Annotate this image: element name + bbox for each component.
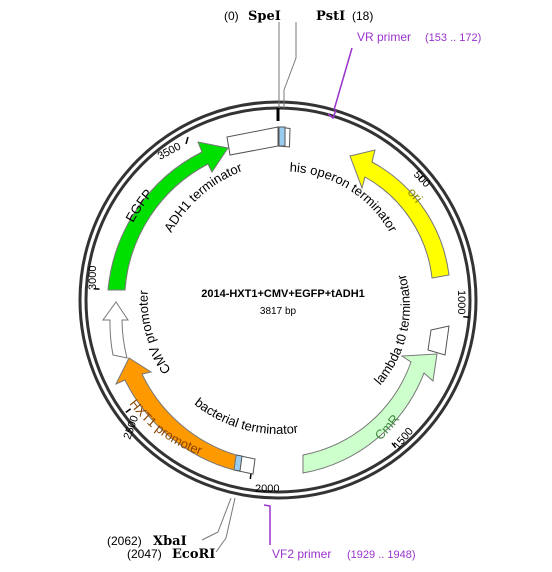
primer-vr-name[interactable]: VR primer bbox=[357, 30, 411, 44]
tick-mark-1000 bbox=[463, 315, 470, 319]
tick-mark-500 bbox=[417, 175, 424, 181]
psti-line bbox=[283, 22, 297, 108]
tick-label-1000: 1000 bbox=[455, 290, 467, 314]
tick-mark-1500 bbox=[391, 442, 397, 449]
feature-lambda-t0-terminator-box[interactable] bbox=[427, 325, 450, 356]
site-xbai-pos: (2062) bbox=[107, 534, 142, 548]
feature-hxt1-promoter[interactable] bbox=[114, 357, 237, 471]
tick-mark-2500 bbox=[125, 408, 132, 414]
feature-cmr[interactable] bbox=[302, 353, 438, 474]
site-psti-pos: (18) bbox=[352, 9, 373, 23]
site-ecori-name[interactable]: EcoRI bbox=[172, 547, 215, 562]
tick-mark-2000 bbox=[249, 472, 252, 480]
feature-egfp[interactable] bbox=[107, 141, 229, 291]
site-spei-name[interactable]: SpeI bbox=[248, 9, 281, 24]
tick-label-3500: 3500 bbox=[156, 141, 183, 163]
feature-ori[interactable] bbox=[349, 149, 450, 279]
primer-vr-range: (153 .. 172) bbox=[425, 32, 481, 44]
primer-vf2-range: (1929 .. 1948) bbox=[347, 549, 416, 561]
site-ecori-pos: (2047) bbox=[127, 547, 162, 561]
label-bacterial-terminator: bacterial terminator bbox=[192, 395, 300, 437]
xbai-ecori-lines bbox=[201, 497, 236, 553]
site-xbai-name[interactable]: XbaI bbox=[153, 534, 187, 549]
backbone-outer bbox=[78, 100, 478, 500]
vr-primer-marker bbox=[327, 47, 353, 120]
feature-adh1-terminator-box[interactable] bbox=[226, 126, 279, 156]
primer-vf2-name[interactable]: VF2 primer bbox=[272, 547, 331, 561]
feature-cmv-promoter[interactable] bbox=[102, 301, 129, 359]
vf2-primer-marker bbox=[263, 504, 271, 545]
plasmid-size: 3817 bp bbox=[260, 306, 297, 317]
plasmid-name: 2014-HXT1+CMV+EGFP+tADH1 bbox=[201, 288, 365, 300]
tick-marks bbox=[93, 136, 470, 480]
scar-box-top bbox=[278, 126, 286, 147]
label-lambda-t0-terminator: lambda t0 terminator bbox=[371, 272, 413, 387]
site-spei-pos: (0) bbox=[224, 9, 239, 23]
tick-label-3000: 3000 bbox=[87, 266, 99, 290]
site-psti-name[interactable]: PstI bbox=[316, 9, 345, 24]
tick-label-2000: 2000 bbox=[255, 483, 279, 495]
tick-mark-3500 bbox=[185, 136, 189, 145]
label-cmv-promoter: CMV promoter bbox=[136, 289, 174, 377]
